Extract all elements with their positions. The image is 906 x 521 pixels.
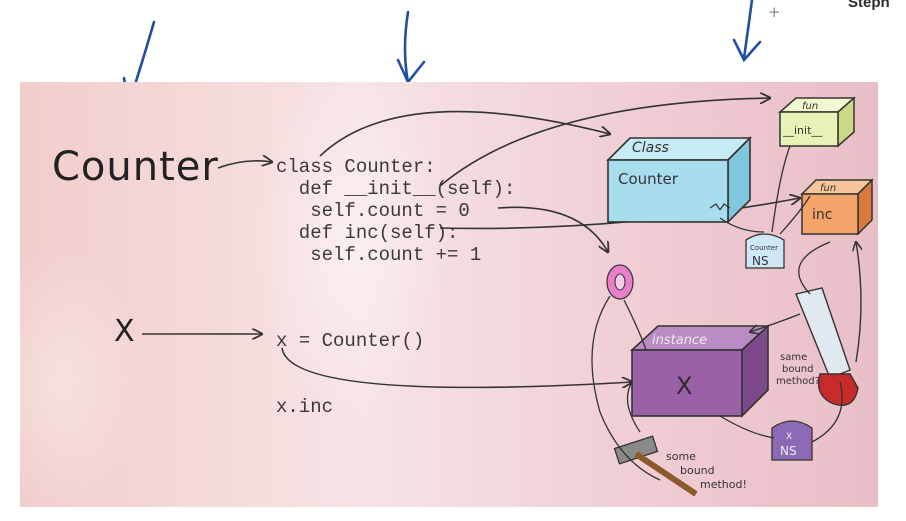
fun-init-tag: fun (802, 101, 818, 112)
saw-note-line: same (780, 352, 807, 363)
string-hammer-loop (626, 381, 641, 433)
hammer-note-line: bound (680, 464, 715, 477)
arrow-assign-to-instance (281, 347, 632, 387)
arrow-counter-to-class (217, 161, 272, 169)
arrow-xns-to-inc (856, 242, 861, 363)
fun-inc-name: inc (812, 207, 832, 223)
assign-code: x = Counter() (276, 330, 425, 352)
corner-name-label: Steph (848, 0, 890, 11)
instance-box-tag: instance (652, 333, 707, 348)
saw-icon (795, 287, 859, 406)
saw-note-line: method? (776, 376, 820, 387)
code-line: self.count += 1 (276, 244, 482, 266)
arrow-saw-to-instance (750, 313, 801, 332)
x-ns-tag: X NS (771, 420, 813, 461)
fun-inc-box: fun inc (800, 178, 874, 236)
class-code-block: class Counter: def __init__(self): self.… (276, 156, 515, 266)
slide-canvas: Counter X class Counter: def __init__(se… (20, 82, 878, 507)
code-line: def __init__(self): (276, 178, 516, 200)
string-ns-to-inc (779, 195, 811, 235)
hammer-icon (613, 435, 698, 497)
arrow-down-middle-head (396, 58, 426, 85)
counter-label: Counter (52, 144, 219, 190)
code-line: class Counter: (276, 156, 436, 178)
class-box-bow (709, 203, 731, 211)
fun-inc-tag: fun (820, 183, 836, 194)
counter-ns-bottom: NS (752, 254, 769, 268)
class-box-name: Counter (618, 170, 679, 188)
attribute-access-code: x.inc (276, 396, 334, 418)
counter-ns-tag: Counter NS (745, 233, 785, 269)
class-box: Class Counter (606, 136, 752, 224)
instance-box: instance X (629, 324, 771, 418)
class-box-tag: Class (632, 140, 669, 156)
saw-note-line: bound (782, 364, 814, 375)
object-diagram: Class Counter fun __init__ fun inc Count… (142, 82, 874, 497)
string-ring-to-instance (623, 299, 647, 351)
arrow-init-to-funbox (439, 98, 770, 187)
arrow-down-right (742, 0, 754, 60)
fun-init-box: fun __init__ (778, 96, 856, 148)
string-instance-to-xns (719, 415, 775, 439)
x-ns-top: X (786, 432, 792, 442)
string-ns-to-init (771, 145, 791, 233)
string-xns-to-saw (811, 381, 843, 443)
attribute-ring (606, 264, 634, 300)
arrow-down-right-head (732, 38, 762, 63)
plus-icon: + (768, 3, 781, 21)
code-line: def inc(self): (276, 222, 459, 244)
arrow-count-to-ring (497, 206, 608, 252)
hammer-note-line: some (666, 450, 696, 463)
arrow-class-to-classbox (319, 110, 610, 157)
x-label: X (114, 314, 135, 349)
arrow-down-middle (403, 10, 410, 84)
code-line: self.count = 0 (276, 200, 470, 222)
x-ns-bottom: NS (780, 444, 797, 458)
counter-ns-top: Counter (750, 244, 778, 252)
string-classbox-to-ns (719, 217, 765, 233)
instance-box-name: X (676, 372, 692, 400)
hammer-note-line: method! (700, 478, 747, 491)
string-ring-loop (591, 295, 661, 481)
string-saw-loop (798, 241, 831, 295)
fun-init-name: __init__ (782, 124, 823, 137)
